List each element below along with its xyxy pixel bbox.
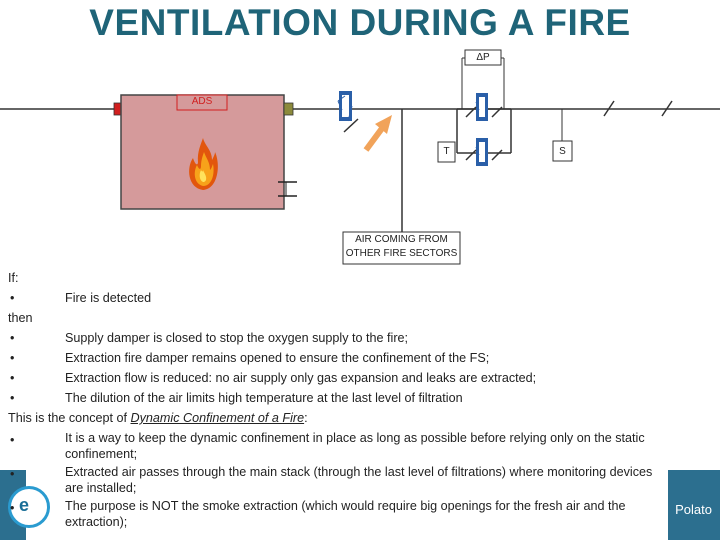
damper-slash-1 bbox=[343, 118, 359, 133]
air-arrow-icon bbox=[363, 115, 392, 152]
filter-1 bbox=[337, 91, 353, 122]
damper-slash-2 bbox=[603, 100, 615, 117]
concept-line: This is the concept of Dynamic Confineme… bbox=[8, 411, 308, 425]
temperature-sensor-box bbox=[437, 141, 456, 163]
ventilation-diagram bbox=[0, 49, 720, 265]
air-inlet-label-box bbox=[342, 231, 461, 265]
bullet-main-stack: •Extracted air passes through the main s… bbox=[10, 465, 653, 495]
bullet-extraction-flow: •Extraction flow is reduced: no air supp… bbox=[10, 371, 537, 385]
logo-letter: e bbox=[19, 495, 30, 515]
org-logo: e bbox=[8, 486, 50, 528]
damper-slash-3 bbox=[661, 100, 673, 117]
air-inlet-label-line2: OTHER FIRE SECTORS bbox=[345, 248, 458, 259]
stack-monitor-box bbox=[552, 140, 573, 162]
ads-label: ADS bbox=[191, 96, 213, 107]
filter-2 bbox=[475, 93, 488, 121]
if-line: If: bbox=[8, 271, 19, 285]
filter-3 bbox=[475, 138, 488, 166]
bullet-fire-detected: •Fire is detected bbox=[10, 291, 152, 305]
bullet-supply-damper: •Supply damper is closed to stop the oxy… bbox=[10, 331, 409, 345]
flame-icon bbox=[189, 138, 218, 190]
bullet-extraction-damper: •Extraction fire damper remains opened t… bbox=[10, 351, 490, 365]
bullet-air-dilution: •The dilution of the air limits high tem… bbox=[10, 391, 463, 405]
temperature-label: T bbox=[443, 146, 450, 157]
bullet-dynamic-confinement: •It is a way to keep the dynamic confine… bbox=[10, 431, 645, 461]
stack-label: S bbox=[559, 146, 566, 157]
author-name: Polato bbox=[675, 502, 712, 517]
concept-link[interactable]: Dynamic Confinement of a Fire bbox=[130, 411, 305, 425]
air-inlet-label: AIR COMING FROM OTHER FIRE SECTORS bbox=[343, 233, 460, 261]
explanation-text: If: •Fire is detected then •Supply dampe… bbox=[8, 268, 688, 532]
page-title: VENTILATION DURING A FIRE bbox=[89, 2, 631, 43]
delta-p-label: ΔP bbox=[476, 52, 490, 63]
bullet-not-smoke-extraction: •The purpose is NOT the smoke extraction… bbox=[10, 499, 626, 529]
supply-damper bbox=[113, 102, 122, 116]
extraction-damper bbox=[283, 102, 294, 116]
then-line: then bbox=[8, 311, 33, 325]
content-panel bbox=[26, 462, 668, 540]
air-inlet-label-line1: AIR COMING FROM bbox=[355, 234, 448, 245]
ads-box bbox=[176, 94, 228, 111]
